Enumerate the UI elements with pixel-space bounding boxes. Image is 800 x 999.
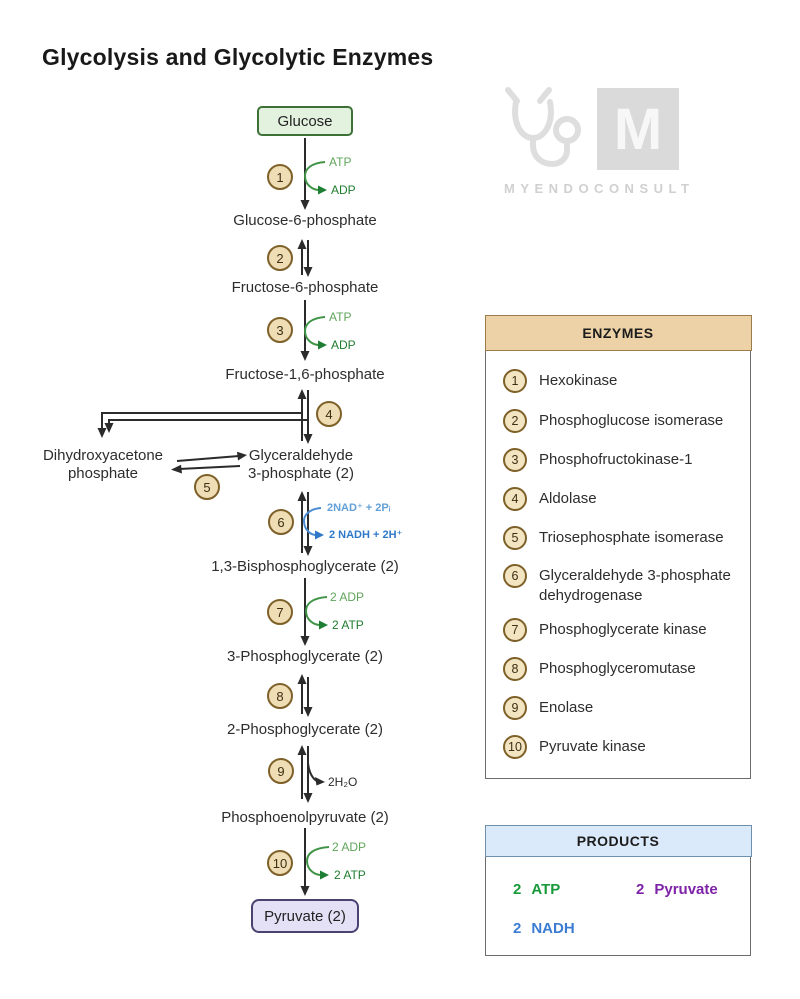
enzyme-num-5: 5 xyxy=(503,526,527,550)
product-atp-qty: 2 xyxy=(513,881,522,898)
metabolite-g3p-line2: 3-phosphate (2) xyxy=(248,465,354,482)
enzyme-item-6: 6 Glyceraldehyde 3-phosphate dehydrogena… xyxy=(503,564,731,606)
step-circle-6: 6 xyxy=(268,509,294,535)
enzyme-item-3: 3 Phosphofructokinase-1 xyxy=(503,448,692,472)
metabolite-g6p: Glucose-6-phosphate xyxy=(233,212,377,229)
step-circle-8: 8 xyxy=(267,683,293,709)
metabolite-f16p: Fructose-1,6-phosphate xyxy=(225,366,385,383)
arrow-step7 xyxy=(300,578,328,646)
enzyme-num-9: 9 xyxy=(503,696,527,720)
enzyme-name-6-line2: dehydrogenase xyxy=(539,587,643,604)
cofactor-step10-atp: 2 ATP xyxy=(334,868,366,882)
page-title: Glycolysis and Glycolytic Enzymes xyxy=(42,44,434,70)
enzyme-num-6: 6 xyxy=(503,564,527,588)
enzyme-item-8: 8 Phosphoglyceromutase xyxy=(503,657,696,681)
step-circle-3: 3 xyxy=(267,317,293,343)
arrow-step5 xyxy=(171,451,247,474)
enzyme-num-2: 2 xyxy=(503,409,527,433)
enzyme-item-4: 4 Aldolase xyxy=(503,487,597,511)
arrow-step1 xyxy=(300,138,327,210)
pyruvate-node: Pyruvate (2) xyxy=(251,899,359,933)
enzyme-num-8: 8 xyxy=(503,657,527,681)
cofactor-step6-nadh: 2 NADH + 2H⁺ xyxy=(329,529,403,541)
enzyme-item-7: 7 Phosphoglycerate kinase xyxy=(503,618,707,642)
enzyme-name-6: Glyceraldehyde 3-phosphate dehydrogenase xyxy=(539,566,731,606)
cofactor-step6-nad: 2NAD⁺ + 2Pᵢ xyxy=(327,502,391,514)
cofactor-step7-adp: 2 ADP xyxy=(330,590,365,604)
arrow-step4 xyxy=(97,389,313,444)
watermark-brand: MYENDOCONSULT xyxy=(504,181,695,196)
arrow-step9 xyxy=(297,745,325,803)
product-nadh-name: NADH xyxy=(531,920,575,937)
arrow-step3 xyxy=(300,300,327,361)
products-header: PRODUCTS xyxy=(484,824,752,857)
metabolite-bpg: 1,3-Bisphosphoglycerate (2) xyxy=(211,558,399,575)
enzyme-name-7: Phosphoglycerate kinase xyxy=(539,621,707,638)
cofactor-step10-adp: 2 ADP xyxy=(332,840,367,854)
product-nadh: 2 NADH xyxy=(513,919,575,939)
metabolite-3pg: 3-Phosphoglycerate (2) xyxy=(227,648,383,665)
enzyme-name-5: Triosephosphate isomerase xyxy=(539,529,724,546)
cofactor-step1-atp: ATP xyxy=(329,155,352,169)
metabolite-g3p-line1: Glyceraldehyde xyxy=(248,447,354,464)
cofactor-step3-atp: ATP xyxy=(329,310,352,324)
arrow-step2 xyxy=(297,239,313,277)
step-circle-4: 4 xyxy=(316,401,342,427)
enzyme-item-1: 1 Hexokinase xyxy=(503,369,617,393)
enzyme-name-2: Phosphoglucose isomerase xyxy=(539,412,724,429)
glucose-node: Glucose xyxy=(257,106,353,136)
step-circle-5: 5 xyxy=(194,474,220,500)
enzyme-num-1: 1 xyxy=(503,369,527,393)
cofactor-step9-water: 2H₂O xyxy=(328,775,358,789)
enzyme-name-1: Hexokinase xyxy=(539,372,618,389)
cofactor-step7-atp: 2 ATP xyxy=(332,618,364,632)
product-pyruvate-name: Pyruvate xyxy=(654,881,718,898)
metabolite-f6p: Fructose-6-phosphate xyxy=(231,279,379,296)
stethoscope-icon xyxy=(505,87,581,168)
metabolite-pep: Phosphoenolpyruvate (2) xyxy=(221,809,389,826)
enzyme-name-8: Phosphoglyceromutase xyxy=(539,660,696,677)
enzyme-num-4: 4 xyxy=(503,487,527,511)
enzyme-num-10: 10 xyxy=(503,735,527,759)
products-panel: PRODUCTS 2 ATP 2 Pyruvate 2 NADH xyxy=(484,824,752,956)
enzyme-name-3: Phosphofructokinase-1 xyxy=(539,451,693,468)
product-atp-name: ATP xyxy=(531,881,561,898)
product-pyruvate: 2 Pyruvate xyxy=(636,880,718,900)
step-circle-9: 9 xyxy=(268,758,294,784)
enzyme-num-3: 3 xyxy=(503,448,527,472)
step-circle-7: 7 xyxy=(267,599,293,625)
enzyme-name-6-line1: Glyceraldehyde 3-phosphate xyxy=(539,567,731,584)
cofactor-step3-adp: ADP xyxy=(331,338,356,352)
step-circle-2: 2 xyxy=(267,245,293,271)
arrow-step6 xyxy=(297,491,324,556)
arrow-step8 xyxy=(297,674,313,717)
enzyme-item-9: 9 Enolase xyxy=(503,696,593,720)
product-atp: 2 ATP xyxy=(513,880,560,900)
enzymes-panel: ENZYMES 1 Hexokinase 2 Phosphoglucose is… xyxy=(484,314,752,779)
enzymes-header: ENZYMES xyxy=(484,314,752,351)
watermark-monogram: M xyxy=(597,88,679,170)
enzyme-num-7: 7 xyxy=(503,618,527,642)
enzyme-name-4: Aldolase xyxy=(539,490,597,507)
product-pyruvate-qty: 2 xyxy=(636,881,645,898)
step-circle-1: 1 xyxy=(267,164,293,190)
cofactor-step1-adp: ADP xyxy=(331,183,356,197)
metabolite-2pg: 2-Phosphoglycerate (2) xyxy=(227,721,383,738)
metabolite-dhap-line1: Dihydroxyacetone xyxy=(42,447,164,464)
step-circle-10: 10 xyxy=(267,850,293,876)
enzyme-item-2: 2 Phosphoglucose isomerase xyxy=(503,409,723,433)
product-nadh-qty: 2 xyxy=(513,920,522,937)
enzyme-name-10: Pyruvate kinase xyxy=(539,738,646,755)
enzyme-item-5: 5 Triosephosphate isomerase xyxy=(503,526,724,550)
metabolite-dhap-line2: phosphate xyxy=(67,465,139,482)
enzyme-item-10: 10 Pyruvate kinase xyxy=(503,735,646,759)
enzyme-name-9: Enolase xyxy=(539,699,594,716)
arrow-step10 xyxy=(300,828,330,896)
